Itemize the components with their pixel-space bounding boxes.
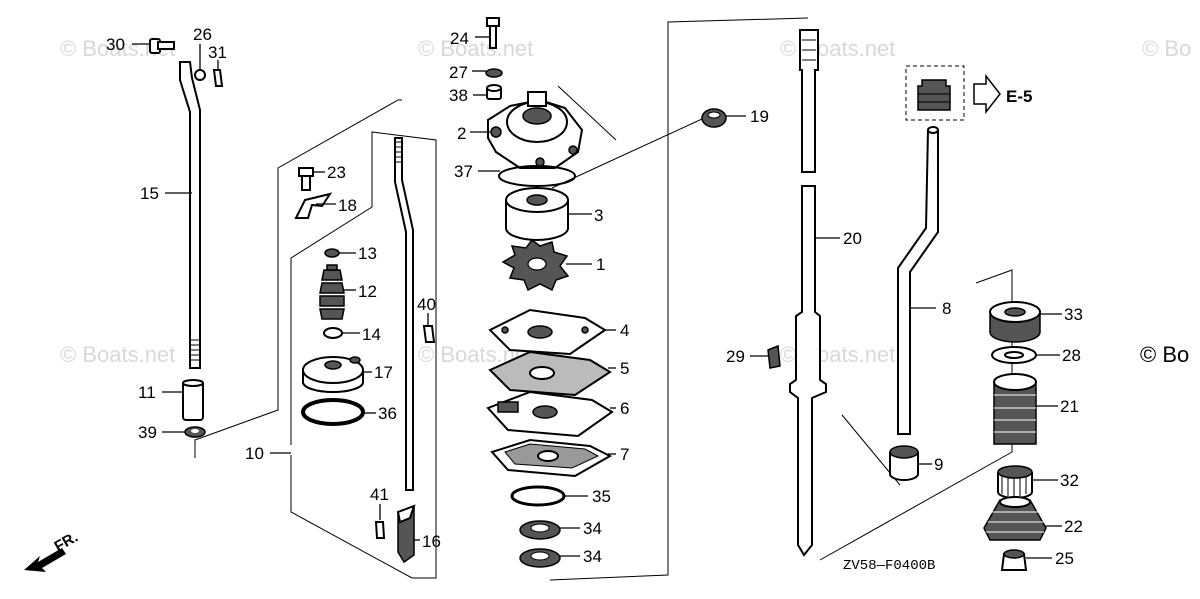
part-5-gasket (488, 350, 616, 397)
callout-11: 11 (138, 383, 156, 402)
part-9-grommet (889, 445, 932, 481)
callout-7: 7 (620, 445, 629, 464)
callout-19: 19 (750, 107, 769, 126)
part-12-grommet (319, 264, 356, 320)
callout-24: 24 (450, 29, 469, 48)
part-38-collar (473, 84, 502, 100)
callout-39: 39 (138, 423, 157, 442)
callout-27: 27 (449, 63, 468, 82)
part-11-sleeve (162, 379, 204, 421)
part-27-washer (472, 68, 503, 78)
callout-35: 35 (592, 487, 611, 506)
callout-5: 5 (620, 359, 629, 378)
callout-38: 38 (449, 86, 468, 105)
watermark: © Boats.net (780, 36, 895, 61)
callout-34b: 34 (583, 547, 602, 566)
part-6-plate (486, 390, 616, 438)
front-label: FR. (52, 529, 81, 556)
watermark: © Bo (1140, 342, 1189, 367)
callout-1: 1 (596, 255, 605, 274)
callout-30: 30 (106, 35, 125, 54)
reference-label: E-5 (1006, 87, 1032, 106)
part-21-clutch (993, 373, 1058, 445)
part-2-pump-housing (470, 91, 584, 169)
callout-20: 20 (843, 229, 862, 248)
part-18-clip (294, 192, 336, 219)
part-14-ring (323, 327, 360, 339)
callout-8: 8 (942, 299, 951, 318)
part-19-seal (701, 108, 746, 128)
part-40-pin (422, 313, 436, 343)
callout-22: 22 (1064, 517, 1083, 536)
part-36-oring (301, 398, 376, 426)
callout-labels: 30 26 31 15 11 39 23 18 13 12 14 17 36 1… (106, 25, 1083, 568)
callout-6: 6 (620, 399, 629, 418)
part-29-key (750, 344, 781, 369)
callout-41: 41 (370, 485, 389, 504)
callout-2: 2 (457, 124, 466, 143)
callout-17: 17 (374, 363, 393, 382)
front-arrow-icon: FR. (24, 529, 81, 572)
part-8-water-tube (897, 126, 939, 435)
part-1-impeller (501, 238, 592, 292)
part-17-housing (302, 356, 372, 393)
callout-10: 10 (245, 444, 264, 463)
callout-40: 40 (417, 295, 436, 314)
part-25-nut (1000, 549, 1052, 571)
callout-26: 26 (193, 25, 212, 44)
part-7-gasket (490, 438, 616, 478)
part-10-shift-rod (270, 137, 414, 491)
part-24-bolt (475, 17, 500, 49)
part-20-driveshaft (789, 29, 840, 557)
part-28-washer (991, 346, 1060, 364)
part-41-pin (374, 504, 386, 539)
watermark: © Boats.net (60, 342, 175, 367)
callout-31: 31 (208, 43, 227, 62)
part-23-bolt (298, 167, 325, 191)
callout-25: 25 (1055, 549, 1074, 568)
callout-15: 15 (140, 184, 159, 203)
callout-34a: 34 (583, 519, 602, 538)
watermark: © Bo (1142, 36, 1191, 61)
part-13-ring (324, 248, 356, 258)
part-35-oring (510, 485, 588, 507)
callout-9: 9 (934, 455, 943, 474)
part-26-washer (194, 69, 206, 81)
part-15-rod (165, 61, 201, 369)
callout-3: 3 (594, 206, 603, 225)
callout-29: 29 (726, 347, 745, 366)
part-16-joint (396, 504, 420, 564)
part-37-gasket (478, 165, 576, 187)
callout-16: 16 (422, 532, 441, 551)
callout-37: 37 (454, 162, 473, 181)
callout-13: 13 (358, 244, 377, 263)
part-33-bearing (989, 301, 1062, 343)
part-39-washer (162, 426, 206, 438)
callout-36: 36 (378, 404, 397, 423)
callout-33: 33 (1064, 305, 1083, 324)
part-4-plate (488, 308, 616, 356)
callout-4: 4 (620, 321, 629, 340)
part-30-bolt (132, 38, 175, 54)
diagram-code: ZV58—F0400B (843, 558, 935, 574)
e5-reference (905, 65, 1001, 121)
part-31-pin (212, 69, 224, 87)
callout-21: 21 (1060, 397, 1079, 416)
part-22-gear (983, 496, 1062, 541)
callout-14: 14 (362, 325, 381, 344)
watermarks: © Boats.net © Boats.net © Boats.net © Bo… (60, 36, 1191, 367)
callout-32: 32 (1060, 471, 1079, 490)
callout-12: 12 (358, 282, 377, 301)
part-32-bearing (997, 465, 1058, 499)
callout-23: 23 (327, 163, 346, 182)
part-34b-seal (519, 548, 580, 568)
callout-28: 28 (1062, 346, 1081, 365)
callout-18: 18 (338, 196, 357, 215)
watermark: © Boats.net (418, 36, 533, 61)
part-3-liner (505, 187, 592, 241)
part-34a-seal (519, 520, 580, 540)
